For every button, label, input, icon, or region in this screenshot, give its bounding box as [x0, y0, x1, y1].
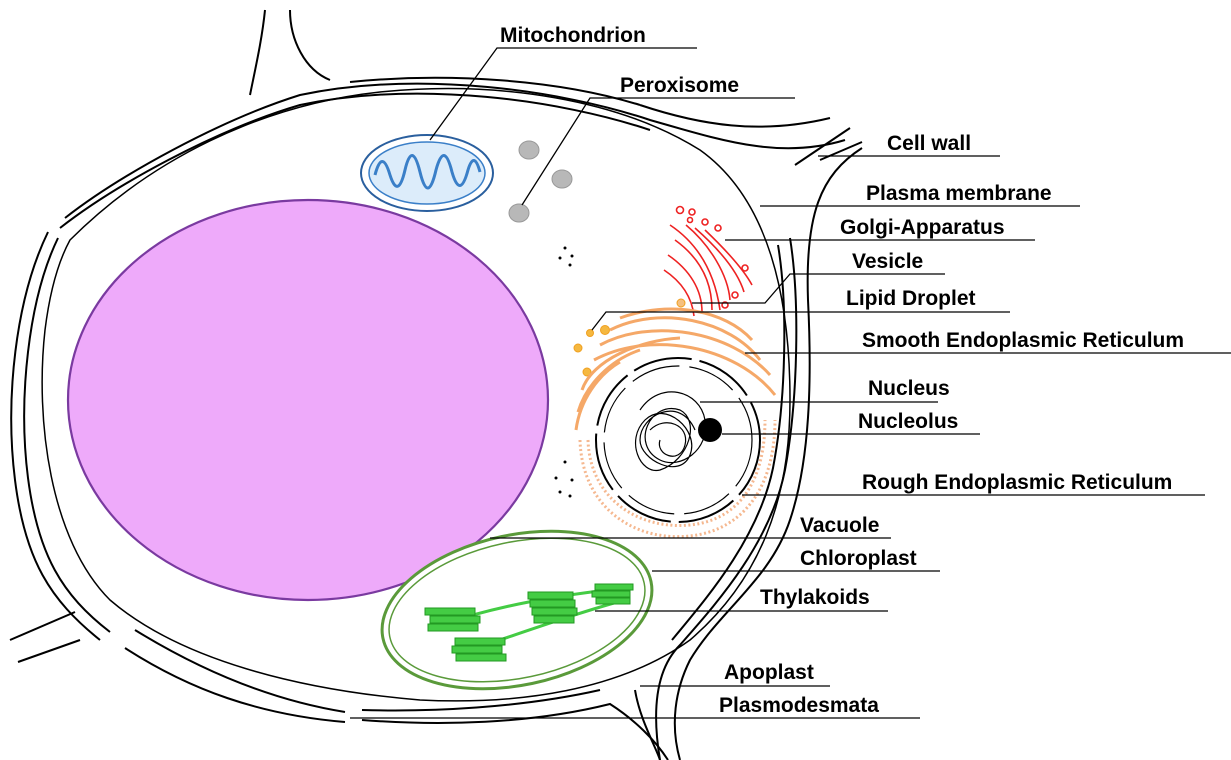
label-peroxisome: Peroxisome [620, 74, 739, 97]
label-rough-er: Rough Endoplasmic Reticulum [862, 471, 1172, 494]
label-apoplast: Apoplast [724, 661, 814, 684]
label-nucleus: Nucleus [868, 377, 950, 400]
label-thylakoids: Thylakoids [760, 586, 870, 609]
peroxisomes [509, 141, 572, 222]
vacuole [68, 200, 548, 600]
label-plasmodesmata: Plasmodesmata [719, 694, 879, 717]
mitochondrion [361, 135, 493, 211]
label-smooth-er: Smooth Endoplasmic Reticulum [862, 329, 1184, 352]
nucleolus [698, 418, 722, 442]
label-nucleolus: Nucleolus [858, 410, 958, 433]
label-cell-wall: Cell wall [887, 132, 971, 155]
label-vesicle: Vesicle [852, 250, 923, 273]
ribosome-dots [555, 247, 574, 498]
label-vacuole: Vacuole [800, 514, 879, 537]
label-plasma-membrane: Plasma membrane [866, 182, 1052, 205]
label-chloroplast: Chloroplast [800, 547, 917, 570]
nucleus [596, 358, 760, 522]
label-lipid-droplet: Lipid Droplet [846, 287, 976, 310]
label-mitochondrion: Mitochondrion [500, 24, 646, 47]
label-golgi-apparatus: Golgi-Apparatus [840, 216, 1005, 239]
golgi-apparatus [664, 207, 752, 317]
